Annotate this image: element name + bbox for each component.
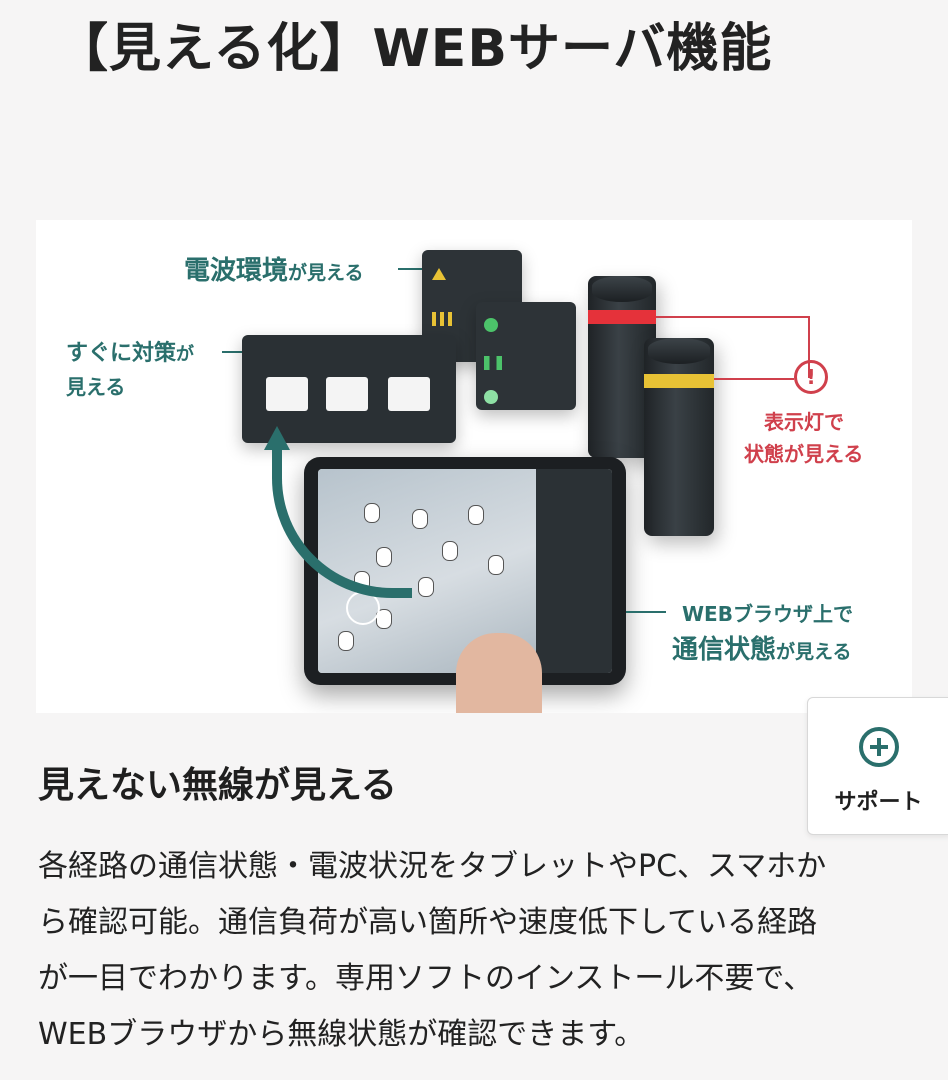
callout-radio-main: 電波環境 (184, 256, 289, 286)
speed-drop-alert-panel (242, 335, 456, 443)
hand-image (456, 633, 542, 713)
route-thumb-1 (266, 377, 308, 411)
route-thumb-2 (326, 377, 368, 411)
yellow-indicator-band (644, 374, 714, 388)
support-button[interactable]: サポート (807, 697, 948, 835)
section-body: 各経路の通信状態・電波状況をタブレットやPC、スマホか ら確認可能。通信負荷が高… (38, 839, 908, 1063)
support-label: サポート (834, 790, 923, 815)
page-title: 【見える化】WEBサーバ機能 (56, 19, 773, 79)
callout-countermeasure-suffix: が (176, 344, 195, 365)
callout-indicator-lamp: 表示灯で 状態が見える (744, 406, 863, 470)
check-circle-icon (484, 318, 498, 332)
red-indicator-band (588, 310, 656, 324)
body-line-4: WEBブラウザから無線状態が確認できます。 (38, 1017, 645, 1052)
callout-browser-line1: WEBブラウザ上で (682, 602, 853, 626)
callout-browser-suffix: が見える (776, 641, 852, 663)
callout-radio-suffix: が見える (288, 262, 364, 284)
connector-line-indicator-yellow (714, 378, 794, 380)
signal-bars-icon (484, 356, 502, 370)
connector-line-browser (626, 611, 666, 613)
body-line-3: が一目でわかります。専用ソフトのインストール不要で、 (38, 961, 814, 996)
arrow-head-icon (264, 426, 290, 450)
warning-icon (432, 268, 446, 280)
callout-indicator-line2: 状態が見える (744, 442, 864, 466)
signal-bars-icon (432, 312, 452, 326)
unit-status-panel-2 (476, 302, 576, 410)
callout-radio-environment: 電波環境が見える (184, 250, 363, 287)
alert-circle-icon: ! (794, 360, 828, 394)
connector-line-radio (398, 268, 422, 270)
section-heading: 見えない無線が見える (38, 765, 397, 806)
callout-countermeasure-main: すぐに対策 (66, 341, 177, 366)
callout-indicator-line1: 表示灯で (764, 410, 844, 434)
teal-curve-arrow (272, 448, 412, 598)
plus-circle-icon (859, 727, 899, 767)
status-dot-icon (484, 390, 498, 404)
body-line-2: ら確認可能。通信負荷が高い箇所や速度低下している経路 (38, 905, 818, 940)
callout-countermeasure: すぐに対策が 見える (66, 338, 194, 403)
route-thumb-3 (388, 377, 430, 411)
connector-line-indicator-red (656, 316, 810, 378)
body-line-1: 各経路の通信状態・電波状況をタブレットやPC、スマホか (38, 849, 827, 884)
signal-tower-yellow (644, 338, 714, 536)
callout-browser: WEBブラウザ上で 通信状態が見える (672, 596, 853, 671)
status-sidebar (536, 469, 612, 673)
callout-browser-main: 通信状態 (672, 635, 777, 665)
connector-line-countermeasure (222, 351, 244, 353)
callout-countermeasure-line2: 見える (66, 375, 126, 399)
hero-illustration: 電波環境が見える すぐに対策が 見える ! 表示灯で 状態が見える (36, 220, 912, 713)
